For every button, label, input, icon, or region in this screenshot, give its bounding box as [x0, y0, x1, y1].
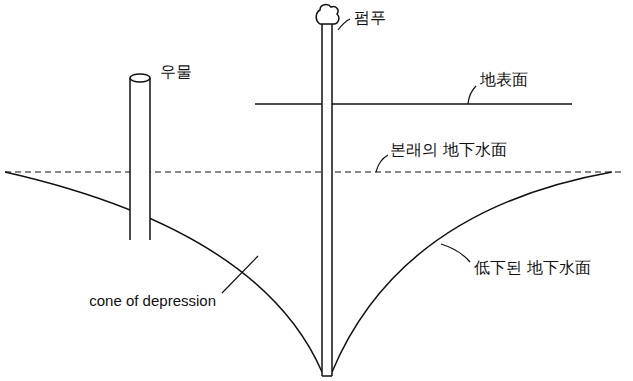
- pump-symbol: [316, 5, 339, 376]
- well-symbol: [130, 74, 150, 240]
- leader-line: [441, 244, 470, 262]
- leader-line: [338, 19, 350, 30]
- lowered-water-table-left: [5, 172, 322, 372]
- leader-line: [222, 256, 258, 293]
- water-table-label: 본래의 地下水面: [388, 140, 509, 159]
- leader-line: [468, 86, 476, 104]
- cone-label: cone of depression: [87, 292, 218, 310]
- original-water-table: [5, 171, 622, 172]
- ground-surface-label: 地表面: [478, 70, 530, 89]
- pump-label: 펌푸: [352, 8, 388, 27]
- leader-line: [376, 155, 388, 172]
- lowered-table-label: 低下된 地下水面: [472, 258, 593, 277]
- lowered-water-table-right: [332, 172, 612, 372]
- ground-surface-line: [255, 103, 572, 105]
- well-label: 우물: [158, 62, 194, 81]
